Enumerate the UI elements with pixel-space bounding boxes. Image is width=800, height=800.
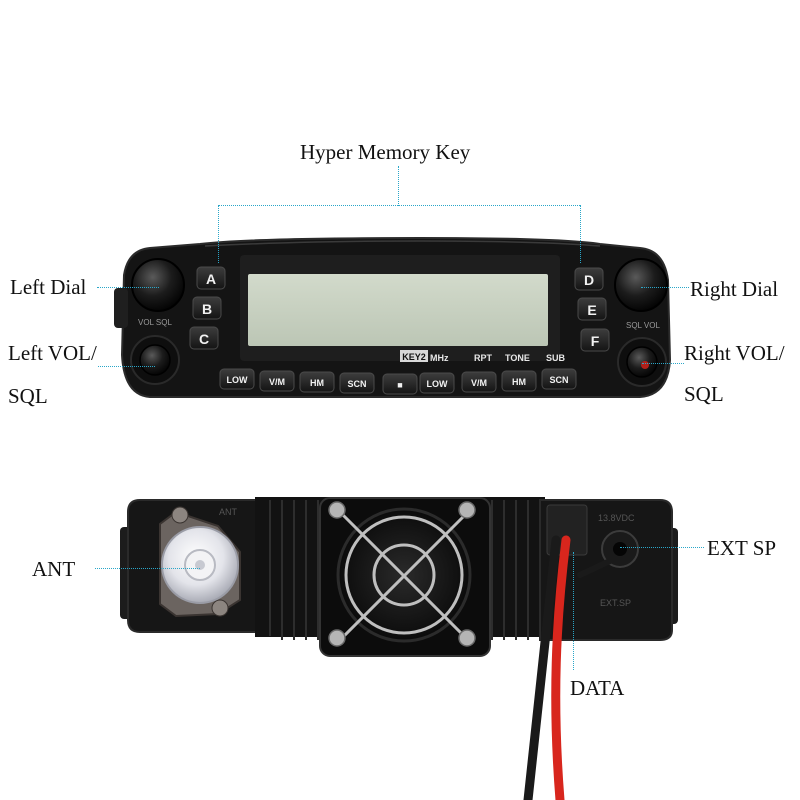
function-key-vm-right[interactable] — [461, 371, 497, 393]
left-vol-sql-leader — [98, 366, 155, 367]
rear-panel: ANT 13.8VDC EXT.SP — [120, 497, 678, 800]
function-key-label: SCN — [549, 375, 568, 385]
function-key-row: LOW V/M HM SCN ■ LOW V/M HM SCN — [219, 368, 577, 395]
ant-leader — [95, 568, 200, 569]
rpt-label: RPT — [474, 353, 493, 363]
memory-key-b-label: B — [202, 301, 212, 317]
function-key-label: SCN — [347, 379, 366, 389]
function-key-label: V/M — [471, 378, 487, 388]
memory-key-d-label: D — [584, 272, 594, 288]
callout-left-dial: Left Dial — [10, 275, 87, 299]
function-key-hm-left[interactable] — [299, 371, 335, 393]
function-key-center[interactable] — [382, 373, 418, 395]
callout-ext-sp: EXT SP — [707, 536, 777, 560]
left-knob-legend: VOL SQL — [138, 318, 172, 327]
right-dial-leader — [641, 287, 689, 288]
callout-left-vol-sql-line2: SQL — [8, 384, 48, 408]
callout-right-vol-sql-line1: Right VOL/ — [684, 341, 785, 365]
left-dial-knob[interactable] — [131, 258, 185, 312]
key2-label: KEY2 — [402, 352, 426, 362]
right-knob-legend: SQL VOL — [626, 321, 660, 330]
ant-mark: ANT — [219, 507, 238, 517]
function-key-label: V/M — [269, 377, 285, 387]
front-panel: KEY2 MHz RPT TONE SUB VOL SQL SQL VOL A … — [114, 236, 672, 398]
memory-key-c[interactable] — [189, 326, 219, 350]
key2-badge — [400, 350, 428, 362]
memory-key-e-label: E — [587, 302, 596, 318]
callout-data: DATA — [570, 676, 625, 700]
function-key-label: HM — [512, 377, 526, 387]
memory-keys-left: A B C — [189, 266, 226, 350]
callout-ant: ANT — [32, 557, 76, 581]
heatsink-fins — [269, 500, 529, 640]
function-key-label: LOW — [427, 379, 448, 389]
function-key-scn-right[interactable] — [541, 368, 577, 390]
memory-key-a[interactable] — [196, 266, 226, 290]
mhz-label: MHz — [430, 353, 449, 363]
fan-grille — [338, 510, 470, 642]
dc-mark: 13.8VDC — [598, 513, 635, 523]
callout-hyper-memory-key: Hyper Memory Key — [300, 140, 471, 164]
callout-right-dial: Right Dial — [690, 277, 779, 301]
function-key-low-left[interactable] — [219, 368, 255, 390]
memory-keys-right: D E F — [574, 267, 610, 352]
power-cable-black — [523, 535, 561, 800]
callout-right-vol-sql-line2: SQL — [684, 382, 724, 406]
mount-bracket — [114, 288, 128, 328]
power-cable-red — [551, 535, 571, 800]
callout-left-vol-sql-line1: Left VOL/ — [8, 341, 97, 365]
hyper-memory-key-leader — [398, 166, 399, 206]
extsp-mark: EXT.SP — [600, 598, 631, 608]
memory-key-d[interactable] — [574, 267, 604, 291]
ext-sp-leader — [620, 547, 704, 548]
memory-key-f[interactable] — [580, 328, 610, 352]
sub-label: SUB — [546, 353, 566, 363]
hyper-memory-key-leader-right — [580, 205, 581, 263]
hyper-memory-key-leader-left — [218, 205, 219, 263]
data-leader — [573, 552, 574, 670]
ant-connector — [159, 506, 241, 618]
memory-key-a-label: A — [206, 271, 216, 287]
function-key-hm-right[interactable] — [501, 370, 537, 392]
right-vol-sql-knob[interactable] — [626, 346, 658, 378]
left-dial-leader — [97, 287, 159, 288]
right-dial-knob[interactable] — [614, 258, 668, 312]
function-key-label: LOW — [227, 375, 248, 385]
memory-key-c-label: C — [199, 331, 209, 347]
right-vol-sql-leader — [642, 363, 684, 364]
function-key-low-right[interactable] — [419, 372, 455, 394]
tone-label: TONE — [505, 353, 530, 363]
memory-key-f-label: F — [591, 333, 600, 349]
function-key-vm-left[interactable] — [259, 370, 295, 392]
fan-screws — [328, 501, 476, 647]
function-key-label: ■ — [397, 380, 402, 390]
lcd-screen — [248, 274, 548, 346]
memory-key-b[interactable] — [192, 296, 222, 320]
function-key-scn-left[interactable] — [339, 372, 375, 394]
left-vol-sql-knob[interactable] — [139, 344, 171, 376]
ext-sp-cable — [577, 557, 615, 578]
function-key-label: HM — [310, 378, 324, 388]
hyper-memory-key-bracket — [218, 205, 580, 206]
ext-sp-jack-hole — [613, 542, 627, 556]
memory-key-e[interactable] — [577, 297, 607, 321]
